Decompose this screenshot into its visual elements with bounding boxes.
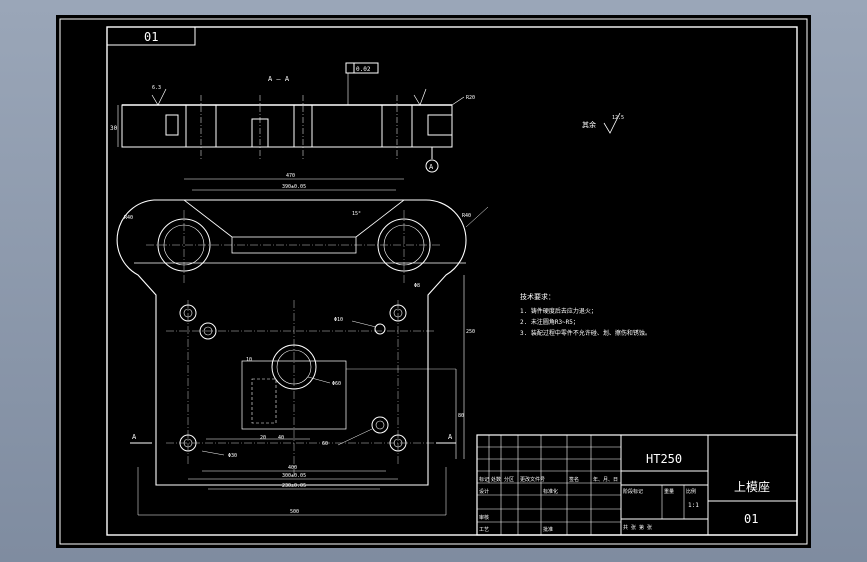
inner-border	[106, 26, 798, 536]
notes-title: 技术要求：	[520, 292, 555, 301]
cut-label-right: A	[448, 433, 453, 441]
dim-bottom-3: 230±0.05	[282, 483, 306, 489]
hole-left-large	[157, 218, 211, 272]
dim-radius-left: R40	[124, 215, 133, 221]
tb-sheets: 共 张 第 张	[623, 524, 652, 531]
tb-checker: 审核	[479, 514, 489, 521]
tb-material: HT250	[646, 452, 682, 466]
tb-count: 处数	[491, 476, 501, 483]
plan-view: 470 390±0.05 R40 R40 1	[116, 173, 489, 516]
title-block: 标记 处数 分区 更改文件号 签名 年、月、日 设计 标准化 审核 工艺 批准 …	[476, 434, 798, 536]
tb-date: 年、月、日	[593, 476, 618, 483]
section-label: A — A	[268, 75, 290, 83]
notes-item-2: 2. 未注圆角R3~R5；	[520, 318, 579, 326]
tb-weight: 重量	[664, 488, 674, 495]
notes-item-1: 1. 铸件硬度后去应力退火；	[520, 307, 597, 315]
drawing-sheet[interactable]: 01 A — A 0.02	[56, 15, 811, 548]
dim-top-overall: 470	[286, 173, 295, 179]
section-body	[121, 104, 453, 148]
tb-stage-mark: 阶段标记	[623, 488, 643, 495]
corner-radius: R20	[466, 95, 475, 101]
tb-process: 工艺	[479, 527, 489, 533]
tb-change-doc: 更改文件号	[520, 476, 545, 483]
sheet-number: 01	[144, 30, 158, 44]
dim-inner-b: 20	[260, 435, 266, 441]
tb-ratio: 比例	[686, 488, 696, 495]
tb-standard: 标准化	[543, 488, 558, 495]
inner-pocket	[241, 360, 347, 430]
dim-bottom-2: 300±0.05	[282, 473, 306, 479]
dim-small-hole: Φ10	[334, 317, 343, 323]
flatness-value: 0.02	[356, 66, 371, 73]
cut-label-left: A	[132, 433, 137, 441]
dim-right-mid: 80	[458, 413, 464, 419]
drawing-canvas[interactable]: 01 A — A 0.02	[56, 15, 811, 548]
tb-designer: 设计	[479, 488, 489, 495]
tb-zone: 分区	[504, 476, 514, 483]
roughness-symbol	[603, 112, 621, 134]
dim-top-inner: 390±0.05	[282, 184, 306, 190]
tb-sign: 签名	[569, 476, 579, 483]
notes-item-3: 3. 装配过程中零件不允许碰、划、擦伤和锈蚀。	[520, 329, 651, 337]
dim-hole-right: Φ8	[414, 283, 420, 289]
dim-inner-a: 10	[246, 357, 252, 363]
dim-slot-h: 60	[322, 441, 328, 447]
roughness-top: 6.3	[152, 85, 161, 91]
dim-hole-big: Φ60	[332, 381, 341, 387]
section-view: A — A 0.02	[110, 62, 475, 173]
dim-radius-right: R40	[462, 213, 471, 219]
tb-part-name: 上模座	[734, 479, 770, 494]
tb-mark: 标记	[479, 476, 489, 483]
tb-part-no: 01	[744, 512, 758, 526]
outer-border	[59, 18, 808, 545]
plate-outline	[116, 199, 467, 486]
dim-angle: 15°	[352, 211, 361, 217]
technical-notes: 技术要求： 1. 铸件硬度后去应力退火； 2. 未注圆角R3~R5； 3. 装配…	[520, 292, 651, 337]
central-hole	[271, 344, 317, 390]
dim-right-height: 250	[466, 329, 475, 335]
datum-circle	[425, 159, 439, 173]
dim-bottom-overall: 500	[290, 509, 299, 515]
small-hole-4	[374, 323, 386, 335]
dim-hole-bottom: Φ30	[228, 453, 237, 459]
dim-bottom-1: 400	[288, 465, 297, 471]
section-height-dim: 30	[110, 125, 118, 132]
tb-approve: 批准	[543, 526, 553, 533]
tb-scale: 1:1	[688, 502, 699, 509]
roughness-general-value: 12.5	[612, 115, 624, 121]
sheet-number-box	[106, 26, 196, 46]
datum-label: A	[429, 163, 434, 171]
dim-slot-w: 40	[278, 435, 284, 441]
small-hole-6	[371, 416, 389, 434]
roughness-general-prefix: 其余	[582, 120, 596, 129]
flatness-frame	[345, 62, 379, 74]
